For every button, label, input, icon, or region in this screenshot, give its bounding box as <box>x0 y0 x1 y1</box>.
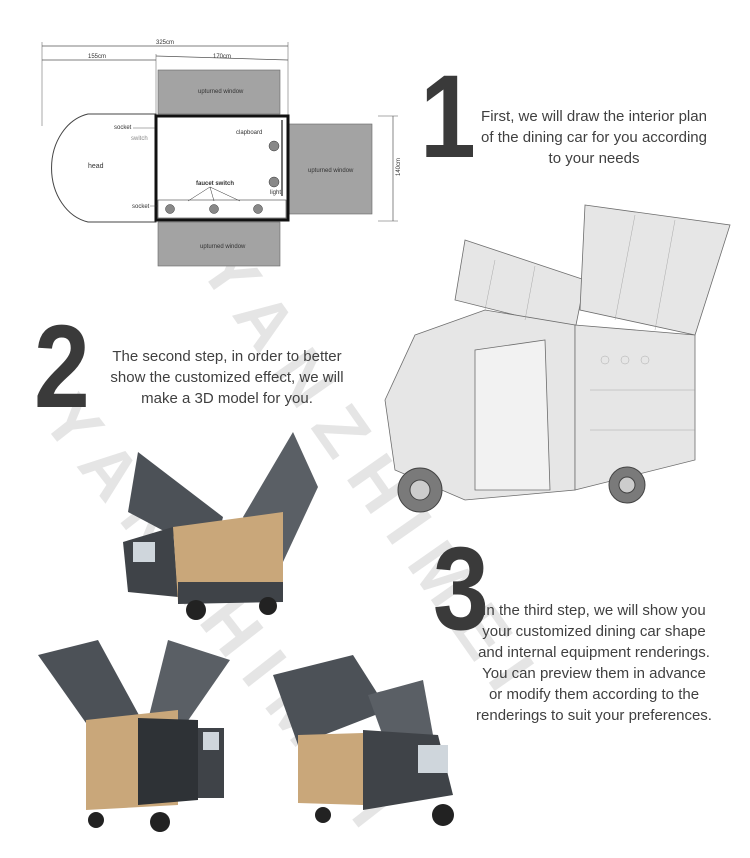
step-1-number: 1 <box>420 51 476 183</box>
clapboard-label: clapboard <box>236 130 262 136</box>
upturned-window-right <box>287 123 373 215</box>
light-label: light <box>270 190 281 196</box>
upturned-window-right-label: upturned window <box>308 168 354 174</box>
step-3-text: In the third step, we will show you your… <box>476 602 712 724</box>
head-label: head <box>88 163 104 170</box>
upturned-window-top-label: upturned window <box>198 89 244 95</box>
dim-head-label: 155cm <box>88 54 106 60</box>
step-2-number: 2 <box>34 301 90 433</box>
rendering-side <box>38 640 230 832</box>
floor-plan: 325cm 155cm 170cm 140cm head upturned wi… <box>41 40 402 267</box>
dim-height-label: 140cm <box>396 158 402 176</box>
socket-bottom-label: socket <box>132 204 150 210</box>
socket-top-label: socket <box>114 125 132 131</box>
step-2-text: The second step, in order to better show… <box>110 348 344 407</box>
wireframe-model <box>384 204 731 513</box>
rendering-front <box>123 432 318 620</box>
faucet-switch-label: faucet switch <box>196 181 234 187</box>
rendering-rear <box>273 655 454 826</box>
upturned-window-bottom <box>157 221 281 267</box>
step-1-text: First, we will draw the interior plan of… <box>481 108 707 167</box>
step-3-number: 3 <box>433 523 489 655</box>
dim-body-label: 170cm <box>213 54 231 60</box>
dim-total-label: 325cm <box>156 40 174 46</box>
switch-label: switch <box>131 136 148 142</box>
head-shape <box>51 113 157 223</box>
upturned-window-top <box>157 69 281 115</box>
upturned-window-bottom-label: upturned window <box>200 244 246 250</box>
